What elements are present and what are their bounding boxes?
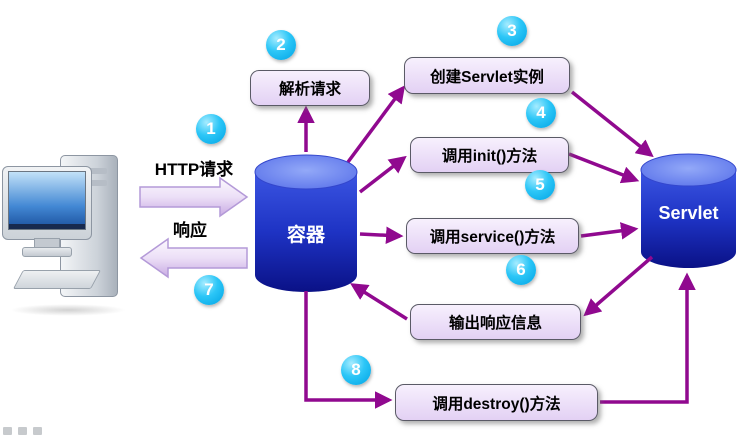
step-box-service: 调用service()方法 xyxy=(406,218,579,254)
step-box-create: 创建Servlet实例 xyxy=(404,57,570,94)
arrow-destroy-to-servlet xyxy=(600,272,696,404)
step-box-destroy: 调用destroy()方法 xyxy=(395,384,598,421)
computer-shadow xyxy=(10,304,126,316)
step-box-init: 调用init()方法 xyxy=(410,137,569,173)
arrow-container-to-service xyxy=(359,226,404,245)
http-request-label: HTTP请求 xyxy=(154,160,234,179)
arrow-container-to-destroy xyxy=(304,291,393,409)
container-label: 容器 xyxy=(286,225,325,246)
step-box-parse: 解析请求 xyxy=(250,70,370,106)
client-computer-icon xyxy=(2,152,142,324)
arrow-service-to-servlet xyxy=(580,222,639,240)
step-3-badge: 3 xyxy=(497,16,527,46)
step-box-output: 输出响应信息 xyxy=(410,304,581,340)
step-1-badge: 1 xyxy=(196,114,226,144)
container-cylinder xyxy=(254,154,358,292)
arrow-init-to-servlet xyxy=(568,152,640,184)
arrow-create-to-servlet xyxy=(570,90,654,158)
response-block-arrow xyxy=(139,237,248,279)
step-6-badge: 6 xyxy=(506,255,536,285)
servlet-label: Servlet xyxy=(658,203,719,223)
computer-monitor xyxy=(2,166,92,240)
servlet-cylinder xyxy=(640,153,737,268)
computer-screen xyxy=(8,171,86,230)
step-7-badge: 7 xyxy=(194,275,224,305)
step-2-badge: 2 xyxy=(266,30,296,60)
step-5-badge: 5 xyxy=(525,170,555,200)
arrow-servlet-to-output xyxy=(583,255,654,317)
response-label: 响应 xyxy=(173,221,207,240)
computer-keyboard xyxy=(12,270,102,289)
arrow-container-to-create xyxy=(346,85,406,164)
step-8-badge: 8 xyxy=(341,355,371,385)
step-4-badge: 4 xyxy=(526,98,556,128)
arrow-output-to-container xyxy=(350,283,408,321)
http-request-block-arrow xyxy=(139,176,249,218)
bottom-left-cropped-icons xyxy=(3,427,42,435)
arrow-container-to-init xyxy=(358,155,407,194)
